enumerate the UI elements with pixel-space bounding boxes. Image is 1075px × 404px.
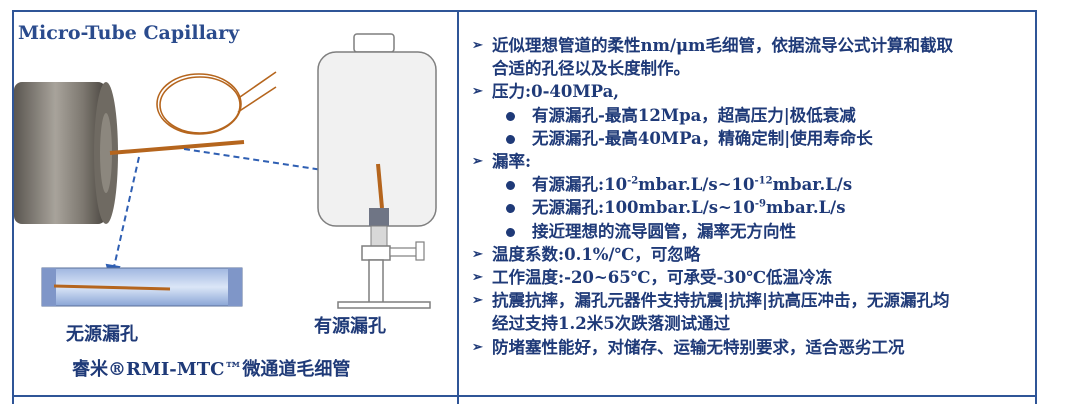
row-divider — [12, 395, 1037, 397]
capillary-tube — [109, 140, 245, 155]
spec-item-temp-coef: ➢ 温度系数:0.1%/℃，可忽略 — [466, 243, 1032, 266]
leak-passive-exp: -9 — [754, 198, 766, 210]
leak-active-exp1: -2 — [627, 175, 639, 187]
active-leak-label: 有源漏孔 — [314, 316, 386, 337]
pressure-passive-text: 无源漏孔-最高40MPa，精确定制|使用寿命长 — [532, 128, 873, 148]
shock-line-1: 抗震抗摔，漏孔元器件支持抗震|抗摔|抗高压冲击，无源漏孔均 — [492, 291, 950, 311]
intro-line-2: 合适的孔径以及长度制作。 — [492, 59, 690, 79]
spec-item-anti-clog: ➢ 防堵塞性能好，对储存、运输无特别要求，适合恶劣工况 — [466, 336, 1032, 359]
sub-item-pressure-active: 有源漏孔-最高12Mpa，超高压力|极低衰减 — [466, 104, 1032, 127]
arrow-bullet-icon: ➢ — [472, 84, 483, 100]
leak-rate-heading: 漏率: — [492, 152, 532, 172]
spec-item-intro: ➢ 近似理想管道的柔性nm/μm毛细管，依据流导公式计算和截取 — [466, 34, 1032, 57]
active-leak-bottle — [317, 33, 437, 309]
arrow-bullet-icon: ➢ — [472, 38, 483, 53]
dot-bullet-icon — [506, 227, 515, 237]
sub-item-leak-ideal: 接近理想的流导圆管，漏率无方向性 — [466, 220, 1032, 243]
dot-bullet-icon — [506, 134, 515, 144]
dot-bullet-icon — [506, 181, 515, 191]
spec-item-shock-cont: 经过支持1.2米5次跌落测试通过 — [466, 312, 1032, 335]
arrow-bullet-icon: ➢ — [472, 246, 483, 262]
product-caption: 睿米®RMI-MTC™微通道毛细管 — [72, 359, 351, 380]
spec-item-work-temp: ➢ 工作温度:-20~65℃，可承受-30℃低温冷冻 — [466, 266, 1032, 289]
capillary-coil — [156, 71, 277, 135]
leak-active-prefix: 有源漏孔:10 — [532, 175, 628, 195]
pressure-active-text: 有源漏孔-最高12Mpa，超高压力|极低衰减 — [532, 105, 856, 125]
leak-ideal-text: 接近理想的流导圆管，漏率无方向性 — [532, 221, 796, 241]
spec-item-pressure: ➢ 压力:0-40MPa, — [466, 80, 1032, 103]
leak-passive-suffix: mbar.L/s — [765, 198, 846, 218]
sub-item-leak-passive: 无源漏孔:100mbar.L/s~10-9mbar.L/s — [466, 196, 1032, 219]
leak-active-suffix: mbar.L/s — [772, 175, 853, 195]
intro-line-1: 近似理想管道的柔性nm/μm毛细管，依据流导公式计算和截取 — [492, 36, 954, 55]
spec-item-intro-cont: 合适的孔径以及长度制作。 — [466, 57, 1032, 80]
spec-item-leak-rate: ➢ 漏率: — [466, 150, 1032, 173]
work-temp-text: 工作温度:-20~65℃，可承受-30℃低温冷冻 — [492, 268, 833, 288]
arrow-bullet-icon: ➢ — [472, 339, 483, 355]
leak-passive-prefix: 无源漏孔:100mbar.L/s~10 — [532, 198, 755, 218]
product-title: Micro-Tube Capillary — [18, 22, 240, 44]
dot-bullet-icon — [506, 204, 515, 214]
anti-clog-text: 防堵塞性能好，对储存、运输无特别要求，适合恶劣工况 — [492, 337, 905, 357]
arrow-bullet-icon: ➢ — [472, 293, 483, 309]
pressure-heading: 压力:0-40MPa, — [492, 82, 620, 102]
arrow-bullet-icon: ➢ — [472, 270, 483, 286]
capillary-illustration — [14, 33, 437, 309]
arrow-bullet-icon: ➢ — [472, 154, 483, 170]
dot-bullet-icon — [506, 111, 515, 121]
sub-item-pressure-passive: 无源漏孔-最高40MPa，精确定制|使用寿命长 — [466, 127, 1032, 150]
spec-item-shock: ➢ 抗震抗摔，漏孔元器件支持抗震|抗摔|抗高压冲击，无源漏孔均 — [466, 289, 1032, 312]
temp-coef-text: 温度系数:0.1%/℃，可忽略 — [492, 244, 701, 264]
leak-active-mid: mbar.L/s~10 — [638, 175, 755, 195]
sub-item-leak-active: 有源漏孔:10-2mbar.L/s~10-12mbar.L/s — [466, 173, 1032, 196]
leak-active-exp2: -12 — [754, 175, 773, 187]
spec-list: ➢ 近似理想管道的柔性nm/μm毛细管，依据流导公式计算和截取 合适的孔径以及长… — [466, 34, 1032, 359]
column-divider — [457, 10, 459, 404]
table-frame — [12, 10, 1037, 404]
passive-leak-label: 无源漏孔 — [66, 324, 138, 345]
metal-fitting — [14, 82, 118, 224]
passive-leak-tube — [41, 267, 243, 307]
shock-line-2: 经过支持1.2米5次跌落测试通过 — [492, 314, 731, 334]
